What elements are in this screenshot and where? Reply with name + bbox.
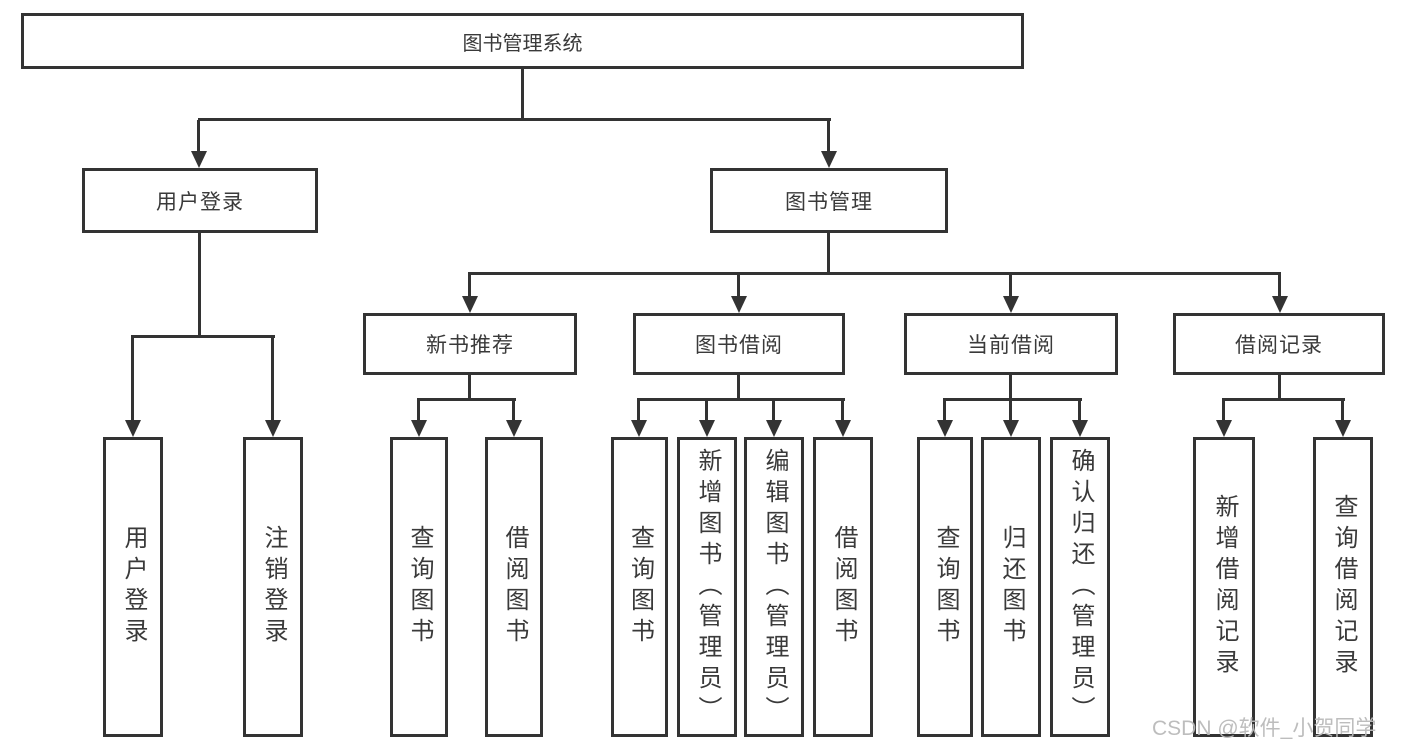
tree-connector [198, 118, 831, 121]
node-root: 图书管理系统 [21, 13, 1024, 69]
tree-connector [468, 375, 471, 400]
tree-connector [943, 400, 946, 421]
node-borrow-records: 借阅记录 [1173, 313, 1385, 375]
tree-connector [468, 272, 1281, 275]
leaf-query-books-borrow: 查询图书 [611, 437, 668, 737]
tree-connector [131, 335, 275, 338]
leaf-user-login: 用户登录 [103, 437, 163, 737]
tree-connector [1222, 400, 1225, 421]
arrow-down-icon [191, 151, 207, 168]
leaf-add-borrow-record: 新增借阅记录 [1193, 437, 1255, 737]
tree-connector [827, 233, 830, 274]
node-current-borrow: 当前借阅 [904, 313, 1118, 375]
arrow-down-icon [821, 151, 837, 168]
tree-connector [1078, 400, 1081, 421]
tree-connector [705, 400, 708, 421]
arrow-down-icon [506, 420, 522, 437]
csdn-watermark: CSDN @软件_小贺同学 [1152, 717, 1377, 740]
node-book-management: 图书管理 [710, 168, 948, 233]
tree-connector [521, 69, 524, 120]
tree-connector [1278, 375, 1281, 400]
arrow-down-icon [766, 420, 782, 437]
tree-connector [827, 120, 830, 152]
tree-connector [841, 400, 844, 421]
arrow-down-icon [411, 420, 427, 437]
tree-connector [131, 337, 134, 421]
node-user-login: 用户登录 [82, 168, 318, 233]
leaf-query-books-current: 查询图书 [917, 437, 973, 737]
tree-connector [512, 400, 515, 421]
tree-connector [271, 337, 274, 421]
tree-connector [637, 400, 640, 421]
tree-connector [637, 398, 845, 401]
arrow-down-icon [1216, 420, 1232, 437]
arrow-down-icon [731, 296, 747, 313]
tree-connector [943, 398, 1082, 401]
tree-connector [1009, 400, 1012, 421]
tree-connector [737, 274, 740, 298]
tree-connector [417, 398, 516, 401]
leaf-query-borrow-record: 查询借阅记录 [1313, 437, 1373, 737]
tree-connector [197, 120, 200, 152]
leaf-logout: 注销登录 [243, 437, 303, 737]
arrow-down-icon [937, 420, 953, 437]
tree-connector [1009, 274, 1012, 298]
leaf-borrow-books-recommend: 借阅图书 [485, 437, 543, 737]
leaf-edit-books-admin: 编辑图书（管理员） [744, 437, 804, 737]
leaf-return-books: 归还图书 [981, 437, 1041, 737]
arrow-down-icon [125, 420, 141, 437]
arrow-down-icon [1072, 420, 1088, 437]
node-new-book-recommend: 新书推荐 [363, 313, 577, 375]
arrow-down-icon [462, 296, 478, 313]
arrow-down-icon [835, 420, 851, 437]
leaf-borrow-books: 借阅图书 [813, 437, 873, 737]
tree-connector [1278, 274, 1281, 298]
arrow-down-icon [265, 420, 281, 437]
tree-connector [737, 375, 740, 400]
tree-connector [468, 274, 471, 298]
tree-connector [772, 400, 775, 421]
tree-connector [1341, 400, 1344, 421]
arrow-down-icon [1003, 296, 1019, 313]
tree-connector [198, 233, 201, 337]
leaf-add-books-admin: 新增图书（管理员） [677, 437, 737, 737]
arrow-down-icon [631, 420, 647, 437]
node-book-borrow: 图书借阅 [633, 313, 845, 375]
arrow-down-icon [1272, 296, 1288, 313]
leaf-query-books-recommend: 查询图书 [390, 437, 448, 737]
tree-connector [1222, 398, 1345, 401]
tree-connector [417, 400, 420, 421]
arrow-down-icon [1335, 420, 1351, 437]
leaf-confirm-return-admin: 确认归还（管理员） [1050, 437, 1110, 737]
arrow-down-icon [699, 420, 715, 437]
arrow-down-icon [1003, 420, 1019, 437]
tree-connector [1009, 375, 1012, 400]
